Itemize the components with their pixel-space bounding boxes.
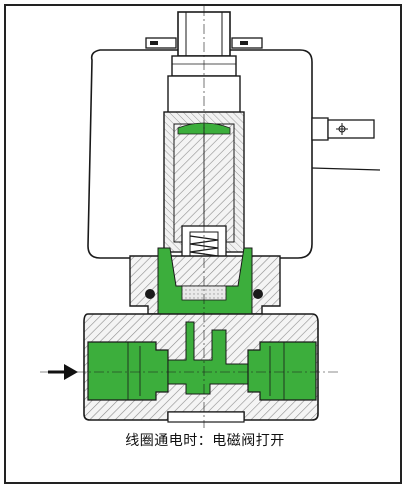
diagram-caption: 线圈通电时：电磁阀打开 [125, 433, 285, 449]
right-arrow-icon [48, 364, 78, 380]
o-ring-left [145, 289, 155, 299]
coil-terminal-icon [311, 117, 381, 171]
centerlines [40, 6, 340, 428]
valve-bonnet [129, 247, 281, 333]
fixing-nut [145, 37, 263, 49]
valve-body [83, 313, 319, 423]
o-ring-right [253, 289, 263, 299]
